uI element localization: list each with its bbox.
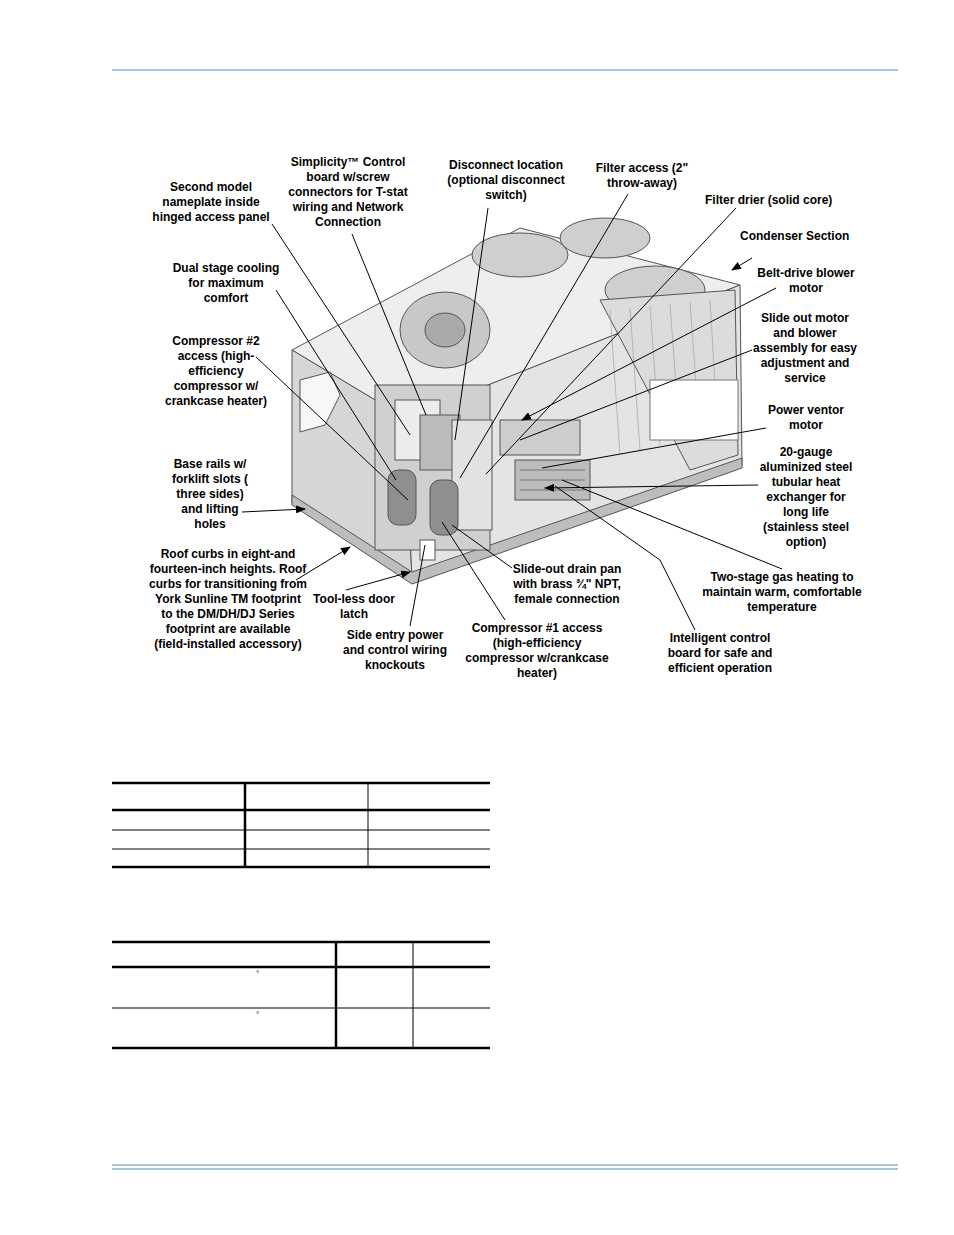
callout-label: Side entry power and control wiring knoc…: [337, 628, 453, 673]
callout-label: Slide-out drain pan with brass ¾" NPT, f…: [501, 562, 633, 607]
callout-label: Two-stage gas heating to maintain warm, …: [699, 570, 865, 615]
callout-label: Power ventor motor: [760, 403, 852, 433]
callout-label: 20-gauge aluminized steel tubular heat e…: [754, 445, 858, 550]
callout-label: Compressor #2 access (high-efficiency co…: [156, 334, 276, 409]
degree-mark: °: [256, 970, 259, 978]
degree-mark: °: [256, 1011, 259, 1019]
callout-label: Condenser Section: [740, 229, 890, 244]
callout-label: Compressor #1 access (high-efficiency co…: [461, 621, 613, 681]
callout-label: Filter drier (solid core): [705, 193, 875, 208]
callout-label: Disconnect location (optional disconnect…: [445, 158, 567, 203]
callout-label: Simplicity™ Control board w/screw connec…: [280, 155, 416, 230]
callout-label: Dual stage cooling for maximum comfort: [168, 261, 284, 306]
callout-label: Intelligent control board for safe and e…: [659, 631, 781, 676]
callout-label: Base rails w/ forklift slots ( three sid…: [166, 457, 254, 532]
callout-label: Roof curbs in eight-and fourteen-inch he…: [148, 547, 308, 652]
callout-label: Tool-less door latch: [304, 592, 404, 622]
callout-label: Slide out motor and blower assembly for …: [750, 311, 860, 386]
callout-label: Filter access (2" throw-away): [590, 161, 694, 191]
callout-label: Belt-drive blower motor: [748, 266, 864, 296]
callout-label: Second model nameplate inside hinged acc…: [145, 180, 277, 225]
